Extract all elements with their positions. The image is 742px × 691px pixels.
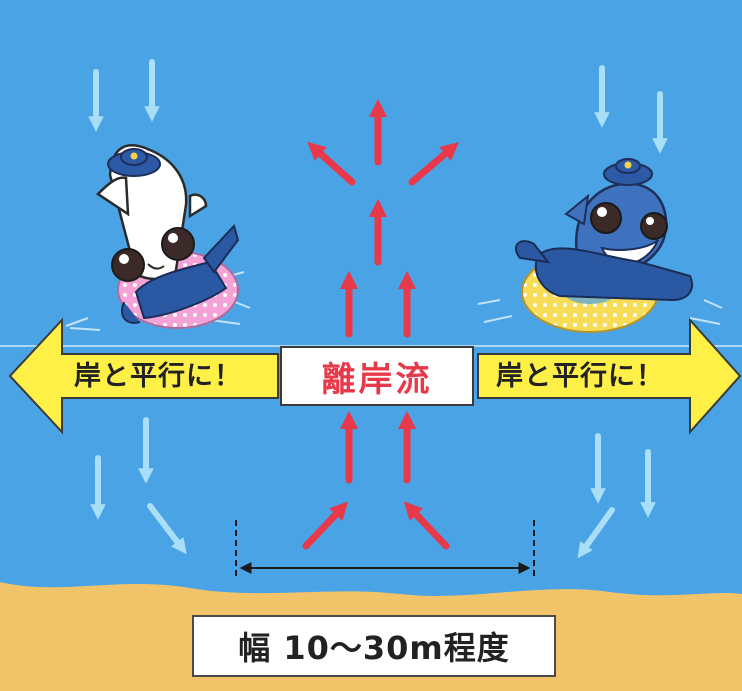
width-dimension bbox=[235, 520, 535, 578]
parallel-arrow-right bbox=[477, 317, 742, 435]
rip-current-text: 離岸流 bbox=[321, 359, 433, 400]
rip-current-arrow bbox=[403, 501, 450, 550]
rip-current-label: 離岸流 bbox=[280, 346, 474, 406]
shark-mascot bbox=[477, 158, 723, 333]
rip-current-arrow bbox=[302, 501, 349, 550]
rip-current-arrow bbox=[408, 142, 459, 186]
width-label: 幅 10〜30m程度 bbox=[238, 629, 510, 667]
left-arrow-label: 岸と平行に！ bbox=[74, 361, 242, 392]
wave-arrow bbox=[147, 503, 187, 555]
wave-arrows bbox=[88, 59, 668, 559]
squid-mascot bbox=[65, 144, 251, 331]
rip-current-arrow bbox=[307, 141, 356, 186]
rip-current-arrows bbox=[302, 98, 459, 550]
parallel-arrow-left bbox=[8, 317, 279, 435]
width-label-box: 幅 10〜30m程度 bbox=[192, 615, 556, 677]
wave-arrow bbox=[577, 507, 615, 559]
right-arrow-label: 岸と平行に！ bbox=[496, 361, 664, 392]
